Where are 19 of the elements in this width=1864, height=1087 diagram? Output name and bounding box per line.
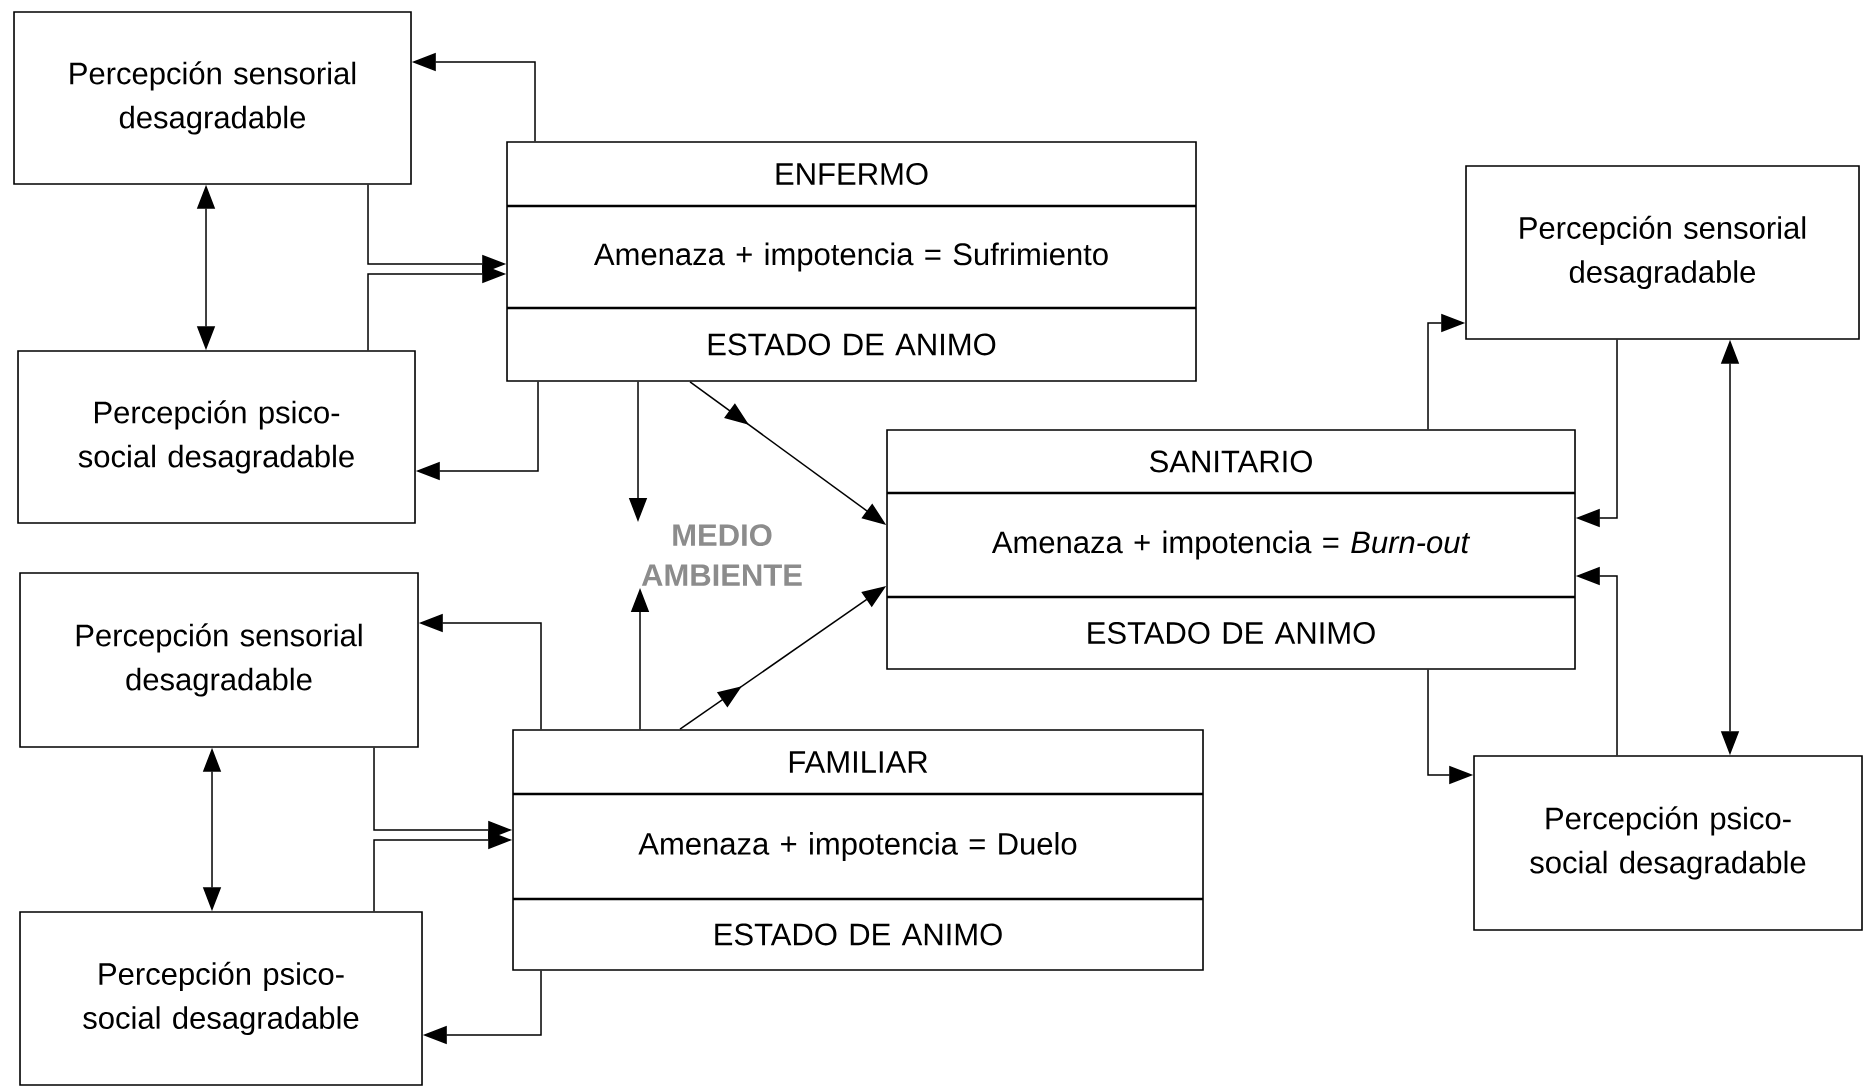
bare-text: MEDIO AMBIENTE (641, 524, 802, 586)
state-box (886, 429, 1576, 670)
box-text: ESTADO DE ANIMO (708, 333, 996, 356)
box-text: ESTADO DE ANIMO (1088, 622, 1375, 644)
box-text: ESTADO DE ANIMO (715, 923, 1002, 946)
perception-box: Percepción psico-social desagradable (19, 911, 423, 1086)
box-text: Amenaza + impotencia = Duelo (638, 832, 1077, 861)
box-text: Amenaza + impotencia = Burn-out (991, 530, 1471, 560)
box-heading: ENFERMO (776, 163, 928, 185)
state-box (506, 141, 1197, 382)
perception-box: Percepción psico-social desagradable (17, 350, 416, 524)
box-text: Amenaza + impotencia = Sufrimiento (593, 242, 1108, 272)
perception-box: Percepción sensorial desagradable (1465, 165, 1860, 340)
box-heading: FAMILIAR (789, 751, 928, 773)
perception-box: Percepción sensorial desagradable (19, 572, 419, 748)
box-heading: SANITARIO (1150, 450, 1312, 473)
perception-box: Percepción psico-social desagradable (1473, 755, 1863, 931)
state-box (512, 729, 1204, 971)
perception-box: Percepción sensorial desagradable (13, 11, 412, 185)
